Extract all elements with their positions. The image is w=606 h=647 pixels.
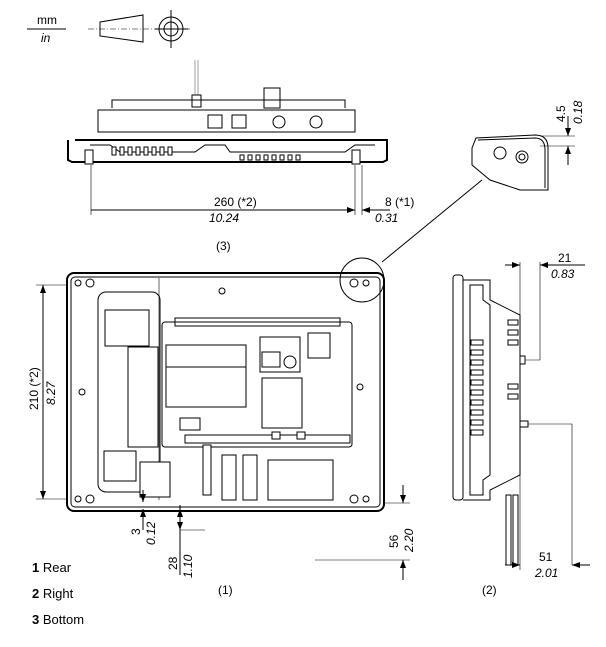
top-in: 0.83: [551, 267, 575, 281]
legend-text: Right: [42, 586, 74, 601]
gap-mm: 3: [129, 528, 143, 535]
legend-text: Bottom: [42, 612, 85, 627]
right-dimensions: 21 0.83 51 2.01 (2): [482, 251, 590, 597]
top-mm: 21: [558, 251, 572, 265]
legend-num: 1: [32, 560, 40, 575]
height-mm: 210 (*2): [27, 367, 41, 410]
bottom-in: 2.01: [534, 566, 558, 580]
bezel-in: 0.31: [375, 211, 398, 225]
detail-depth-in: 0.18: [571, 100, 585, 124]
legend-num: 3: [32, 612, 40, 627]
width-mm: 260 (*2): [214, 195, 257, 209]
connector-mm: 56: [387, 534, 401, 548]
legend-text: Rear: [42, 560, 72, 575]
legend-item-bottom: 3 Bottom: [32, 612, 84, 627]
rear-dimensions: 210 (*2) 8.27 3 0.12 28 1.10 56 2.20 (1): [27, 284, 416, 597]
legend-item-rear: 1 Rear: [32, 560, 71, 575]
rear-view: [66, 272, 385, 512]
units-key: mm in: [27, 13, 66, 45]
cable-in: 1.10: [181, 554, 195, 578]
legend-item-right: 2 Right: [32, 586, 73, 601]
connector-in: 2.20: [402, 528, 416, 553]
cable-mm: 28: [166, 556, 180, 570]
view-label-rear: (1): [218, 583, 233, 597]
unit-mm: mm: [37, 13, 57, 27]
corner-detail: 4.5 0.18: [339, 100, 585, 303]
bottom-mm: 51: [539, 550, 553, 564]
gap-in: 0.12: [144, 521, 158, 545]
first-angle-projection-icon: [88, 10, 190, 48]
vent-slots: [111, 146, 301, 161]
legend-num: 2: [32, 586, 40, 601]
height-in: 8.27: [44, 380, 58, 405]
view-label-right: (2): [482, 583, 497, 597]
detail-depth-mm: 4.5: [554, 105, 568, 122]
bezel-mm: 8 (*1): [385, 195, 414, 209]
view-label-bottom: (3): [216, 239, 231, 253]
vent-slots: [470, 319, 519, 436]
right-view: [452, 262, 573, 566]
width-in: 10.24: [209, 211, 239, 225]
unit-in: in: [41, 31, 51, 45]
bottom-dimensions: 260 (*2) 10.24 8 (*1) 0.31 (3): [90, 165, 414, 253]
bottom-view: [67, 60, 388, 165]
